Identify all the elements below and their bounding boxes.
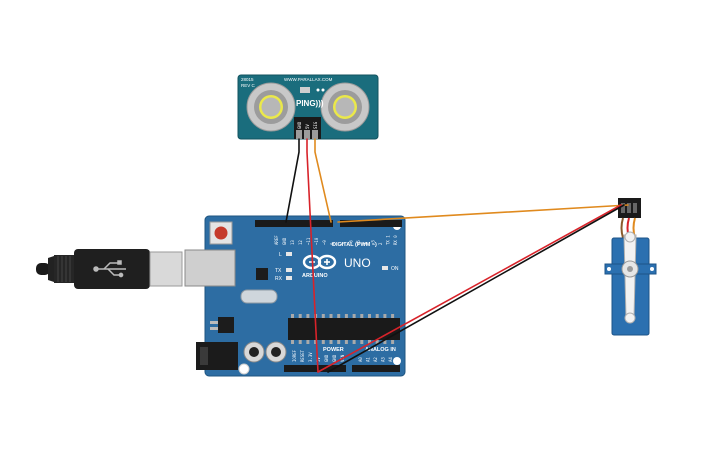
pin-label: 8 [330,242,335,245]
pin-label: ~5 [356,240,361,245]
pin-label: 5V [316,357,321,362]
pin-label: IOREF [292,349,297,362]
pin-label: ~11 [306,237,311,245]
pin-label: A2 [373,357,378,362]
digital-header-right[interactable] [340,220,402,227]
wire-sensor-sig[interactable] [314,138,332,223]
pin-label: 7 [341,242,346,245]
led-tx-label: TX [275,268,282,274]
sensor-name: PING))) [296,99,324,108]
pin-label: 13 [290,240,295,245]
analog-header[interactable] [352,365,400,372]
transducer-left [246,82,296,132]
pin-label: A3 [381,357,386,362]
pin-label: 2 [378,242,383,245]
pin-label: A1 [366,357,371,362]
reset-button[interactable] [209,221,233,245]
sensor-pin-label: 5V [305,124,310,129]
led-l-label: L [279,252,282,258]
sensor-part-number: 28015 [241,77,254,82]
power-jack [196,342,238,370]
pin-label: ~9 [322,240,327,245]
pin-label: ~6 [348,240,353,245]
pin-label: 12 [298,240,303,245]
arduino-model-text: UNO [344,256,371,270]
pin-label: RX 0 [393,235,398,245]
wire-sensor-gnd[interactable] [285,138,300,223]
pin-label: ~3 [371,240,376,245]
pin-label: RESET [300,349,305,362]
pin-label: AREF [274,235,279,245]
pin-label: A0 [358,357,363,362]
atmega-chip [288,314,400,344]
usb-port [184,249,236,287]
wire-servo-signal[interactable] [337,204,629,223]
usb-cable [36,249,183,289]
micro-servo[interactable] [604,198,657,336]
sensor-pin-label: SIG [313,121,318,129]
pin-label: ~10 [314,237,319,245]
pin-label: 4 [363,242,368,245]
pin-label: GND [282,237,287,245]
arduino-uno-board[interactable]: L TX RX ON ARDUINO UNO DIGITAL (PWM ~) P… [184,215,406,377]
sensor-revision: REV C [241,83,256,88]
ping-ultrasonic-sensor[interactable]: 28015 REV C WWW.PARALLAX.COM PING))) GND… [237,74,379,140]
digital-header-label: DIGITAL (PWM ~) [332,242,377,248]
power-header[interactable] [284,365,346,372]
pin-label: GND [324,354,329,362]
pin-label: TX 1 [385,235,390,245]
analog-header-label: ANALOG IN [365,347,396,353]
transducer-right [320,82,370,132]
wire-servo-ground[interactable] [327,204,625,373]
sensor-pin-label: GND [297,121,302,129]
wires [285,138,629,373]
arduino-brand-text: ARDUINO [302,273,328,279]
led-rx-label: RX [275,276,283,282]
wire-sensor-5v[interactable] [306,138,319,373]
digital-header-left[interactable] [255,220,333,227]
sensor-url: WWW.PARALLAX.COM [284,77,333,82]
pin-label: GND [332,354,337,362]
usb-symbol-icon [93,260,126,278]
pin-label: 3.3V [308,352,313,362]
servo-horn[interactable] [621,231,639,324]
power-header-label: POWER [323,347,344,353]
led-on-label: ON [391,266,399,272]
pin-label: A4 [388,357,393,362]
pin-label: A5 [396,357,401,362]
wire-servo-power[interactable] [317,204,622,373]
